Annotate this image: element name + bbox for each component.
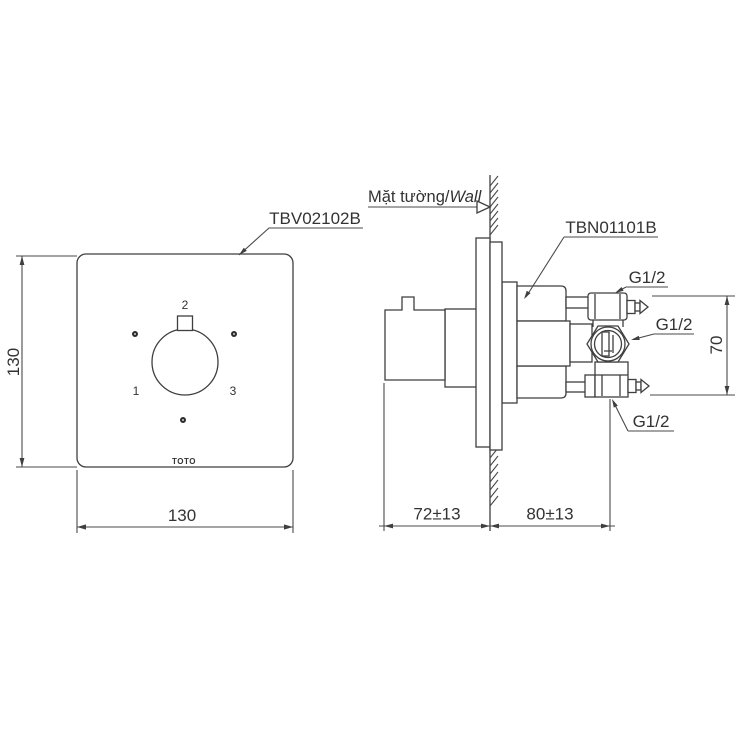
- dial-position-top-label: 2: [182, 298, 189, 312]
- leader-arrowhead: [524, 290, 531, 299]
- height-dim-text: 130: [4, 348, 23, 376]
- dial-knob: [151, 328, 219, 396]
- bottom-port-ribs: [595, 374, 628, 396]
- valve-manifold: [584, 292, 651, 398]
- depth-dimensions: 72±13 80±13: [379, 383, 615, 531]
- wall-arrow: [476, 199, 492, 215]
- back-port-callout: G1/2: [631, 315, 694, 341]
- leader-line: [616, 286, 668, 293]
- back-port-slot-detail: [604, 335, 614, 353]
- faceplate-width-dimension: 130: [76, 470, 294, 533]
- leader-arrowhead: [612, 399, 618, 408]
- width-dim-text: 130: [168, 506, 196, 525]
- top-port-plug: [626, 299, 650, 315]
- handle-stem: [444, 308, 478, 388]
- bottom-port-label: G1/2: [633, 412, 670, 431]
- top-port-callout: G1/2: [615, 268, 668, 293]
- leader-arrowhead: [615, 287, 624, 293]
- escutcheon-back-plate: [489, 241, 503, 451]
- wall-label-vietnamese: Mặt tường/: [368, 188, 450, 206]
- faceplate-height-dimension: 130: [4, 255, 77, 468]
- wall-side-depth-text: 80±13: [526, 505, 573, 524]
- back-port-slot: [601, 331, 610, 357]
- top-port-ribs: [592, 294, 624, 327]
- valve-body-bottom-step: [516, 365, 567, 399]
- dimension-lines: [16, 255, 77, 468]
- valve-side-view: Mặt tường/Wall: [368, 175, 735, 531]
- leader-arrowhead: [239, 247, 247, 255]
- brand-logo-text: TOTO: [172, 457, 196, 466]
- dial-position-left-label: 1: [133, 384, 140, 398]
- top-connection-pipe: [565, 296, 592, 309]
- port-span-dimension: 70: [650, 295, 735, 396]
- faceplate-model-callout: TBV02102B: [238, 209, 363, 256]
- wall-label-english: Wall: [449, 188, 482, 206]
- escutcheon-front-plate: [475, 237, 491, 448]
- dial-position-right-label: 3: [230, 384, 237, 398]
- bottom-port-plug: [627, 378, 651, 394]
- port-span-dim-text: 70: [707, 336, 726, 355]
- top-port-label: G1/2: [629, 268, 666, 287]
- bottom-port: [594, 361, 629, 398]
- indicator-dot-bottom: [180, 417, 186, 423]
- dimension-lines: [650, 295, 735, 396]
- wall-label: Mặt tường/Wall: [368, 188, 483, 206]
- leader-line: [238, 227, 363, 256]
- valve-model-callout: TBN01101B: [524, 218, 658, 299]
- dimension-lines: [76, 470, 294, 533]
- back-port-label: G1/2: [656, 315, 693, 334]
- faceplate-front-view: 2 1 3 TOTO TBV02102B 130 130: [4, 209, 363, 533]
- top-port: [587, 292, 628, 321]
- valve-body-top-step: [516, 285, 567, 322]
- valve-model-label: TBN01101B: [565, 218, 656, 237]
- wall-callout: Mặt tường/Wall: [368, 188, 492, 215]
- wall-hatching: [489, 175, 499, 507]
- valve-body-middle-step: [516, 320, 571, 367]
- bottom-port-callout: G1/2: [612, 399, 674, 432]
- knob-tab: [176, 315, 194, 332]
- handle-side-depth-text: 72±13: [413, 505, 460, 524]
- leader-arrowhead: [631, 335, 640, 340]
- indicator-dot-right: [231, 331, 237, 337]
- handle-side-profile: [384, 296, 446, 381]
- leader-line: [632, 333, 694, 341]
- dimension-arrowheads: [384, 523, 610, 529]
- indicator-dot-left: [132, 331, 138, 337]
- faceplate-model-label: TBV02102B: [269, 209, 361, 228]
- valve-mounting-box: [501, 281, 518, 404]
- leader-line: [525, 236, 658, 298]
- bottom-port-step: [584, 374, 596, 398]
